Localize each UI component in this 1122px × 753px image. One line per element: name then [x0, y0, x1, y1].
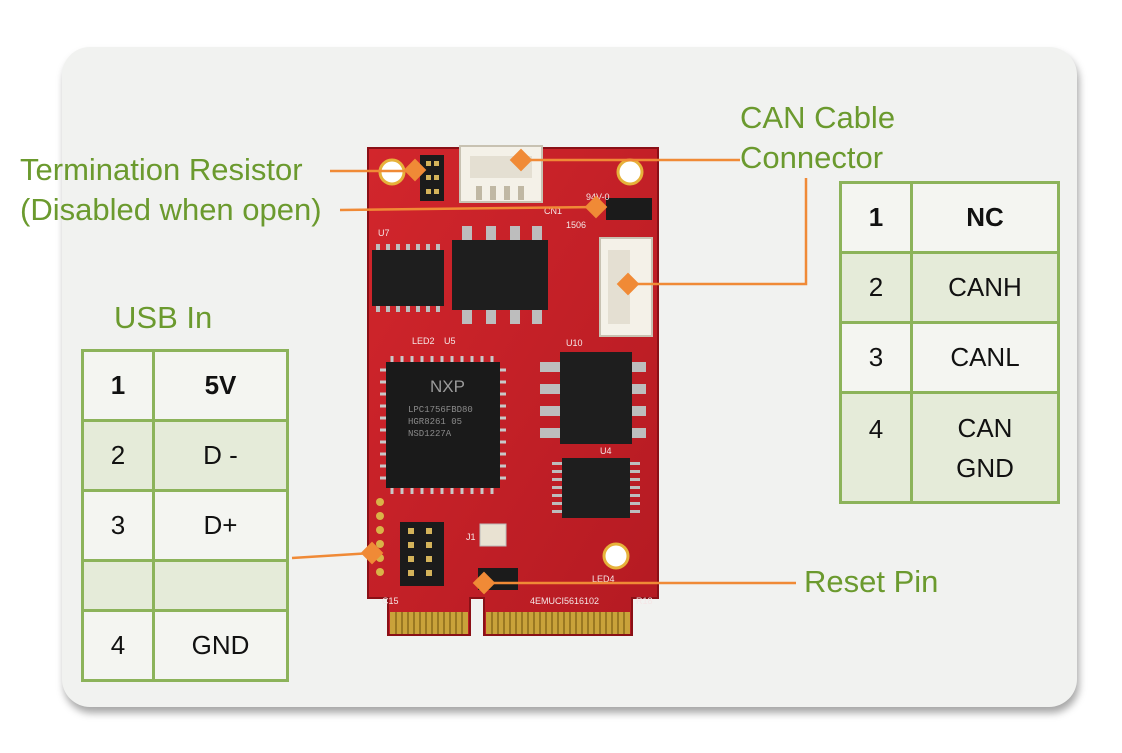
table-row: 1 NC	[839, 181, 1060, 254]
silk-u4: U4	[600, 446, 612, 456]
chip-text-brand: NXP	[430, 377, 465, 396]
can-pin-number: 4	[839, 391, 913, 504]
usb-marker	[360, 541, 384, 565]
table-row: 3 D+	[81, 489, 289, 562]
table-row: 4 CAN GND	[839, 391, 1060, 504]
can-pin-signal: CANL	[910, 321, 1060, 394]
silk-led4: LED4	[592, 574, 615, 584]
can-gnd-line2: GND	[956, 452, 1014, 483]
table-row: 3 CANL	[839, 321, 1060, 394]
chip-u4	[552, 458, 640, 518]
usb-pin-signal: 5V	[152, 349, 289, 422]
small-jumper	[606, 198, 652, 220]
silk-u7: U7	[378, 228, 390, 238]
disabled-line	[339, 205, 599, 212]
chip-text-date: NSD1227A	[408, 429, 452, 439]
table-row: 2 D -	[81, 419, 289, 492]
usb-pin-number: 1	[81, 349, 155, 422]
silk-1506: 1506	[566, 220, 586, 230]
termination-jumper	[420, 155, 444, 201]
can-pin-number: 1	[839, 181, 913, 254]
usb-pin-number: 4	[81, 609, 155, 682]
usb-pin-signal: D+	[152, 489, 289, 562]
can-connector-label: Connector	[740, 140, 884, 175]
usb-pin-signal: D -	[152, 419, 289, 492]
can-pin-signal: NC	[910, 181, 1060, 254]
reset-marker	[472, 571, 496, 595]
pcb-board: NXP LPC1756FBD80 HGR8261 05 NSD1227A	[367, 145, 659, 636]
callout-lines	[291, 158, 808, 585]
table-row: 4 GND	[81, 609, 289, 682]
silk-serial: 4EMUCI5616102	[530, 596, 599, 606]
can-cable-label: CAN Cable	[740, 100, 896, 135]
can-pin-signal: CAN GND	[910, 391, 1060, 504]
table-row	[81, 559, 289, 612]
reset-pin-label: Reset Pin	[804, 564, 939, 599]
usb-pin-signal: GND	[152, 609, 289, 682]
table-row: 2 CANH	[839, 251, 1060, 324]
can-pin-number: 3	[839, 321, 913, 394]
silk-led2: LED2	[412, 336, 435, 346]
can-pin-signal: CANH	[910, 251, 1060, 324]
silk-j1: J1	[466, 532, 476, 542]
usb-pin-table: 1 5V 2 D - 3 D+ 4 GND	[81, 349, 289, 682]
chip-text-part: LPC1756FBD80	[408, 405, 473, 415]
chip-u10	[540, 352, 646, 444]
can-cable-connector	[459, 145, 543, 203]
usb-pin-signal	[152, 559, 289, 612]
crystal	[479, 523, 507, 547]
usb-pin-number	[81, 559, 155, 612]
chip-text-lot: HGR8261 05	[408, 417, 462, 427]
silk-r18: R18	[636, 596, 653, 606]
can-connector-marker	[616, 272, 640, 296]
silk-u10: U10	[566, 338, 583, 348]
silk-c15: C15	[382, 596, 399, 606]
usb-header-j1	[400, 522, 444, 586]
chip-u5	[452, 226, 548, 324]
usb-pin-number: 3	[81, 489, 155, 562]
termination-disabled-label: (Disabled when open)	[20, 192, 322, 227]
usb-line	[291, 551, 373, 560]
chip-mcu: NXP LPC1756FBD80 HGR8261 05 NSD1227A	[380, 356, 506, 494]
can-pin-table: 1 NC 2 CANH 3 CANL 4 CAN GND	[839, 181, 1060, 504]
silk-cn1: CN1	[544, 206, 562, 216]
can-pin-number: 2	[839, 251, 913, 324]
silk-u5: U5	[444, 336, 456, 346]
can-gnd-line1: CAN	[957, 412, 1013, 443]
side-pads	[376, 498, 384, 576]
edge-connector	[390, 612, 630, 634]
can-connector-line	[628, 178, 808, 286]
usb-pin-number: 2	[81, 419, 155, 492]
chip-u7	[372, 244, 444, 312]
silk-94v0: 94V-0	[586, 192, 610, 202]
termination-resistor-label: Termination Resistor	[20, 152, 303, 187]
table-row: 1 5V	[81, 349, 289, 422]
usb-in-label: USB In	[114, 300, 213, 335]
